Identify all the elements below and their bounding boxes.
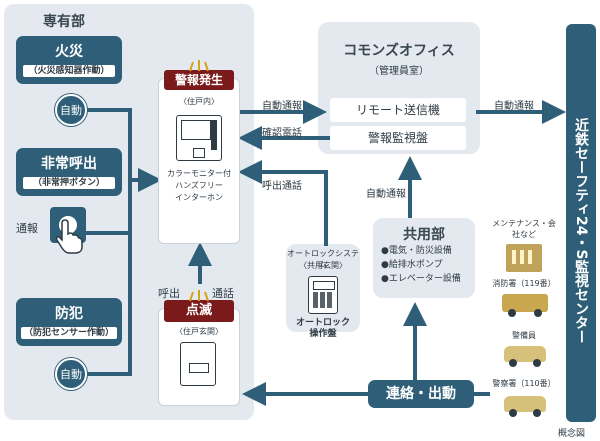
hand-pointer-icon — [55, 219, 83, 254]
auto-notify-label-3: 自動通報 — [494, 101, 534, 112]
security-center-title: 近鉄セーフティ24・S監視センター — [573, 118, 589, 344]
crime-prevention-title: 防犯 — [55, 306, 83, 322]
responder-guard: 警備員 — [512, 331, 536, 340]
common-area-item-1: ●電気・防災設備 — [381, 246, 452, 256]
blink-spark-icon — [189, 290, 209, 302]
call-intercom-label: 呼出通話 — [262, 181, 302, 192]
fire-truck-icon — [502, 294, 548, 317]
keypad-icon — [308, 276, 338, 314]
alert-spark-icon — [189, 60, 209, 72]
intercom-location: 〈住戸内〉 — [179, 97, 219, 106]
emergency-call-box: 非常呼出 （非常押ボタン） — [16, 148, 122, 196]
blink-badge: 点滅 — [164, 300, 234, 322]
contact-dispatch-box: 連絡・出動 — [368, 380, 474, 408]
guard-car-icon — [504, 346, 546, 367]
crime-prevention-box: 防犯 （防犯センサー作動） — [16, 298, 122, 346]
common-area-title: 共用部 — [403, 227, 445, 243]
commons-office-sub: （管理員室） — [369, 66, 429, 77]
call-label: 呼出 — [158, 287, 180, 300]
emergency-call-sub: （非常押ボタン） — [22, 176, 116, 190]
fire-box: 火災 （火災感知器作動） — [16, 36, 122, 84]
intercom-desc-3: インターホン — [175, 193, 223, 202]
alert-badge: 警報発生 — [164, 70, 234, 90]
intercom-desc-2: ハンズフリー — [175, 181, 223, 190]
door-station-icon — [180, 342, 216, 386]
common-area-panel — [373, 218, 475, 298]
common-area-item-2: ●給排水ポンプ — [381, 260, 443, 270]
building-icon — [506, 244, 542, 272]
fire-auto-badge: 自動 — [55, 94, 87, 126]
door-unit-location: 〈住戸玄関〉 — [175, 327, 223, 336]
police-car-icon — [504, 396, 546, 417]
fire-title: 火災 — [55, 44, 83, 60]
talk-label: 通話 — [212, 287, 234, 300]
emergency-call-title: 非常呼出 — [41, 156, 97, 172]
notify-label: 通報 — [16, 222, 38, 235]
security-center-bar — [566, 24, 596, 422]
confirm-call-label: 確認電話 — [262, 128, 302, 139]
intercom-monitor-icon — [176, 115, 222, 161]
remote-transmitter-box: リモート送信機 — [330, 98, 466, 122]
fire-sub: （火災感知器作動） — [22, 64, 116, 78]
auto-notify-label-1: 自動通報 — [262, 101, 302, 112]
crime-auto-badge: 自動 — [55, 358, 87, 390]
autolock-name-1: オートロック — [295, 318, 350, 328]
autolock-title: オートロックシステム — [287, 249, 359, 269]
responder-maintenance: メンテナンス・会社など — [492, 219, 556, 239]
auto-notify-label-2: 自動通報 — [366, 189, 406, 200]
responder-police: 警察署（110番） — [492, 379, 556, 388]
autolock-location: 〈共用玄関〉 — [299, 261, 347, 270]
conceptual-diagram-note: 概念図 — [558, 429, 586, 439]
crime-prevention-sub: （防犯センサー作動） — [20, 326, 118, 340]
private-area-title: 専有部 — [43, 14, 85, 30]
autolock-name-2: 操作盤 — [309, 329, 337, 339]
commons-office-title: コモンズオフィス — [343, 43, 455, 59]
responder-fire-dept: 消防署（119番） — [492, 279, 556, 288]
common-area-item-3: ●エレベーター設備 — [381, 274, 461, 284]
alarm-monitor-box: 警報監視盤 — [330, 126, 466, 150]
intercom-desc-1: カラーモニター付 — [167, 169, 231, 178]
